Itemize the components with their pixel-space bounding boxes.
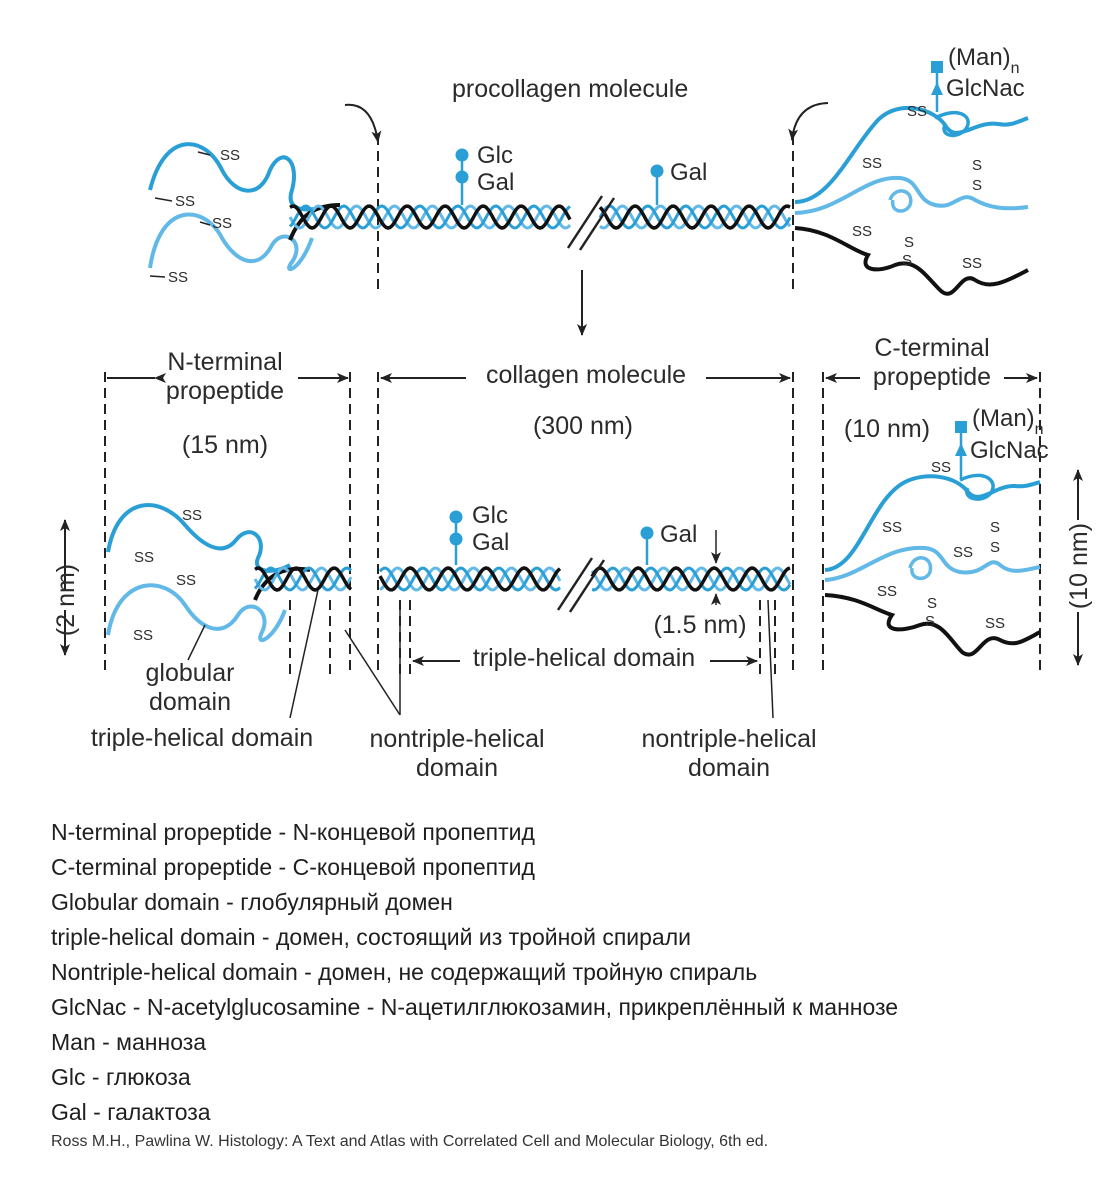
s-label: S (990, 539, 1000, 556)
globular-domain-label: globular (146, 659, 235, 687)
helix-strand (599, 204, 792, 230)
nontriple-left-label: domain (416, 754, 498, 782)
n-terminal-label: propeptide (166, 377, 284, 405)
ss-label: SS (877, 583, 897, 600)
helix-diameter-label: (1.5 nm) (653, 611, 746, 639)
n-globular-chain-2 (148, 212, 314, 272)
nontriple-left-label: nontriple-helical (369, 725, 544, 753)
ss-label: SS (852, 223, 872, 240)
s-label: S (990, 519, 1000, 536)
glcnac-label: GlcNac (970, 437, 1049, 464)
man-label: (Man)n (948, 44, 1020, 77)
triple-helical-left-label: triple-helical domain (91, 724, 313, 752)
ss-label: SS (862, 155, 882, 172)
citation: Ross M.H., Pawlina W. Histology: A Text … (51, 1133, 769, 1150)
collagen-label: collagen molecule (486, 361, 686, 389)
man-label: (Man)n (972, 405, 1044, 438)
ss-label: SS (985, 615, 1005, 632)
helix-strand (598, 204, 792, 230)
break-mark (566, 195, 604, 249)
ss-label: SS (212, 215, 232, 232)
cleavage-arrow-n (344, 103, 382, 143)
ss-label: SS (176, 572, 196, 589)
glcnac-label: GlcNac (946, 75, 1025, 102)
break-mark (578, 197, 616, 251)
legend-item: Man - манноза (51, 1029, 207, 1055)
width-right-label: (10 nm) (1065, 523, 1093, 609)
glc-label: Glc (472, 502, 508, 529)
n-globular-chain-1 (148, 142, 321, 212)
legend-item: N-terminal propeptide - N-концевой пропе… (51, 819, 535, 845)
s-label: S (925, 613, 935, 630)
c-terminal-label: propeptide (873, 363, 991, 391)
procollagen-molecule: procollagen molecule SS SS SS SS Glc Gal (148, 44, 1029, 336)
helix-strand (378, 566, 562, 592)
legend-item: Glc - глюкоза (51, 1064, 191, 1090)
width-left-label: (2 nm) (52, 564, 80, 636)
helix-strand (590, 566, 792, 592)
n-terminal-size: (15 nm) (182, 431, 268, 459)
gal-label: Gal (670, 159, 707, 186)
c-terminal-label: C-terminal (874, 334, 989, 362)
cleavage-arrow-c (788, 102, 829, 141)
ss-label: SS (953, 544, 973, 561)
s-label: S (902, 252, 912, 269)
nontriple-right-label: domain (688, 754, 770, 782)
gal-label: Gal (660, 521, 697, 548)
helix-strand (289, 204, 572, 230)
gal-label: Gal (477, 169, 514, 196)
ss-label: SS (182, 507, 202, 524)
procollagen-title: procollagen molecule (452, 75, 688, 103)
ss-label: SS (175, 193, 195, 210)
s-label: S (972, 177, 982, 194)
ss-label: SS (133, 627, 153, 644)
s-label: S (904, 234, 914, 251)
s-label: S (972, 157, 982, 174)
collagen-molecule: N-terminal propeptide (15 nm) collagen m… (52, 334, 1093, 782)
helix-strand (590, 566, 791, 592)
legend-item: triple-helical domain - домен, состоящий… (51, 924, 691, 950)
globular-domain-label: domain (149, 688, 231, 716)
c-globular-chain-2 (794, 175, 1029, 215)
ss-label: SS (907, 103, 927, 120)
n-terminal-label: N-terminal (167, 348, 282, 376)
ss-label: SS (962, 255, 982, 272)
glc-label: Glc (477, 142, 513, 169)
legend: N-terminal propeptide - N-концевой пропе… (51, 815, 1091, 1130)
triple-helix-top (288, 204, 792, 230)
c-globular-chain-3 (794, 226, 1029, 296)
ss-label: SS (220, 147, 240, 164)
legend-item: Nontriple-helical domain - домен, не сод… (51, 959, 758, 985)
c-globular-chain-1 (794, 105, 1029, 204)
c-terminal-size: (10 nm) (844, 415, 930, 443)
nontriple-right-label: nontriple-helical (641, 725, 816, 753)
helix-strand (598, 204, 791, 230)
ss-label: SS (168, 269, 188, 286)
collagen-size: (300 nm) (533, 412, 633, 440)
helix-strand (288, 204, 572, 230)
triple-helical-mid-label: triple-helical domain (473, 644, 695, 672)
legend-item: GlcNac - N-acetylglucosamine - N-ацетилг… (51, 994, 899, 1020)
legend-item: C-terminal propeptide - C-концевой пропе… (51, 854, 535, 880)
helix-strand (254, 566, 353, 592)
triple-helix-bottom (253, 566, 792, 592)
legend-item: Globular domain - глобулярный домен (51, 889, 453, 915)
legend-item: Gal - галактоза (51, 1099, 211, 1125)
ss-label: SS (882, 519, 902, 536)
s-label: S (927, 595, 937, 612)
ss-label: SS (134, 549, 154, 566)
ss-label: SS (931, 459, 951, 476)
gal-label: Gal (472, 529, 509, 556)
collagen-diagram: procollagen molecule SS SS SS SS Glc Gal (52, 44, 1093, 782)
